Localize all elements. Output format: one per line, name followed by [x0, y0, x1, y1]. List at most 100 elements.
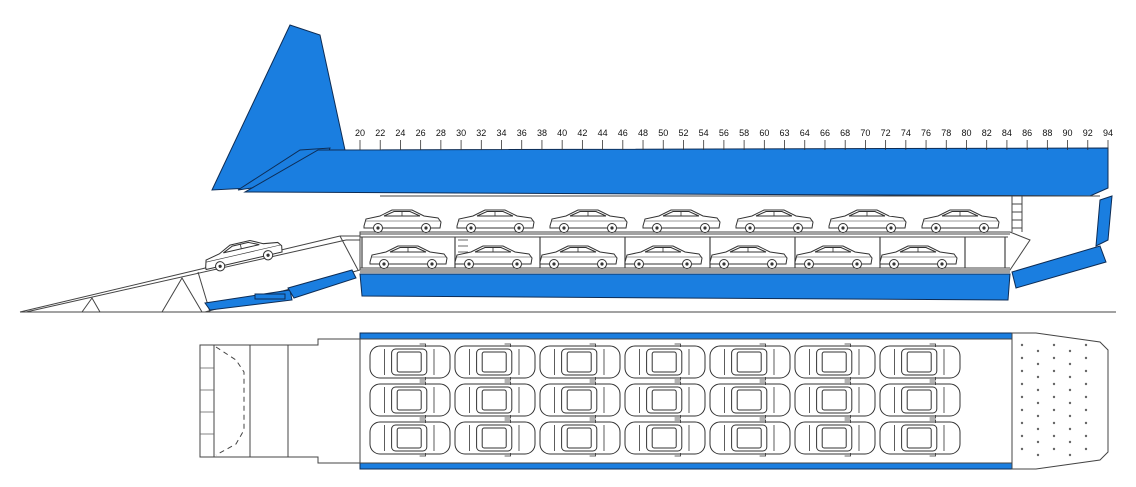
- car-top-view: [794, 381, 876, 419]
- frame-label: 78: [941, 128, 951, 138]
- cargo-hold-outline: [359, 231, 1031, 271]
- floor-dot: [1020, 343, 1024, 347]
- floor-dot: [1036, 388, 1040, 392]
- floor-dot: [1084, 395, 1088, 399]
- car-top-view: [539, 381, 621, 419]
- car-top-view: [454, 419, 536, 457]
- floor-dot: [1036, 453, 1040, 457]
- car-top-view: [539, 419, 621, 457]
- frame-label: 46: [618, 128, 628, 138]
- car-top-view: [709, 343, 791, 381]
- lower-fuselage-beam: [359, 273, 1011, 301]
- nose-ramp: [1011, 245, 1107, 289]
- frame-label: 32: [476, 128, 486, 138]
- top-view-cars: [369, 343, 961, 457]
- frame-label: 54: [699, 128, 709, 138]
- frame-label: 56: [719, 128, 729, 138]
- frame-label: 94: [1103, 128, 1113, 138]
- floor-dot: [1052, 408, 1056, 412]
- frame-label: 34: [497, 128, 507, 138]
- car-top-view: [454, 381, 536, 419]
- car-top-view: [369, 381, 451, 419]
- frame-label: 74: [901, 128, 911, 138]
- floor-dot: [1036, 401, 1040, 405]
- frame-label: 66: [820, 128, 830, 138]
- frame-label: 92: [1083, 128, 1093, 138]
- car-side-view: [369, 245, 448, 269]
- car-top-view: [454, 343, 536, 381]
- car-top-view: [539, 343, 621, 381]
- floor-dot: [1068, 414, 1072, 418]
- floor-dot: [1068, 375, 1072, 379]
- car-side-view: [456, 209, 535, 233]
- car-top-view: [794, 343, 876, 381]
- car-top-view: [369, 419, 451, 457]
- frame-label: 48: [638, 128, 648, 138]
- floor-dot: [1084, 382, 1088, 386]
- floor-dot: [1084, 356, 1088, 360]
- frame-label: 72: [881, 128, 891, 138]
- floor-dot: [1036, 440, 1040, 444]
- floor-dot: [1052, 343, 1056, 347]
- car-side-view: [624, 245, 703, 269]
- car-side-view: [363, 209, 442, 233]
- floor-dot: [1052, 421, 1056, 425]
- floor-dot: [1052, 356, 1056, 360]
- frame-label: 40: [557, 128, 567, 138]
- frame-label: 82: [982, 128, 992, 138]
- rear-door-dashed: [215, 346, 245, 456]
- frame-label: 38: [537, 128, 547, 138]
- frame-label: 42: [577, 128, 587, 138]
- floor-dot: [1052, 447, 1056, 451]
- floor-dot: [1020, 395, 1024, 399]
- frame-label: 84: [1002, 128, 1012, 138]
- floor-dot: [1052, 369, 1056, 373]
- frame-label: 30: [456, 128, 466, 138]
- frame-label: 86: [1022, 128, 1032, 138]
- floor-dot: [1084, 408, 1088, 412]
- frame-label: 44: [598, 128, 608, 138]
- floor-dot: [1020, 447, 1024, 451]
- rear-section-outline: [199, 338, 361, 464]
- frame-label: 68: [840, 128, 850, 138]
- floor-dot: [1068, 388, 1072, 392]
- frame-label: 50: [658, 128, 668, 138]
- ramp-blue-panel: [204, 289, 293, 311]
- frame-label: 60: [759, 128, 769, 138]
- car-side-view: [642, 209, 721, 233]
- nose-floor-dots: [1020, 343, 1088, 457]
- floor-dot: [1036, 414, 1040, 418]
- floor-dot: [1068, 401, 1072, 405]
- loading-ramp: [19, 235, 361, 313]
- frame-label: 88: [1042, 128, 1052, 138]
- floor-dot: [1084, 369, 1088, 373]
- frame-label: 24: [395, 128, 405, 138]
- side-view-cars: [205, 209, 1000, 272]
- ladder: [1011, 196, 1023, 232]
- floor-dot: [1084, 434, 1088, 438]
- floor-dot: [1036, 375, 1040, 379]
- car-side-view: [205, 239, 283, 272]
- nose-door: [1095, 195, 1113, 247]
- car-side-view: [921, 209, 1000, 233]
- ramp-blue-step: [254, 293, 286, 300]
- frame-label: 90: [1063, 128, 1073, 138]
- car-top-view: [879, 381, 961, 419]
- floor-dot: [1052, 395, 1056, 399]
- ramp-blue-panel-2: [287, 269, 357, 299]
- upper-fuselage-beam: [243, 147, 1109, 197]
- car-top-view: [624, 419, 706, 457]
- floor-dot: [1020, 369, 1024, 373]
- car-top-view: [369, 343, 451, 381]
- car-side-view: [709, 245, 788, 269]
- hold-blue-bottom-rail: [359, 462, 1013, 470]
- car-top-view: [624, 343, 706, 381]
- car-side-view: [879, 245, 958, 269]
- frame-label: 64: [800, 128, 810, 138]
- frame-label: 36: [517, 128, 527, 138]
- frame-label: 70: [860, 128, 870, 138]
- floor-dot: [1052, 382, 1056, 386]
